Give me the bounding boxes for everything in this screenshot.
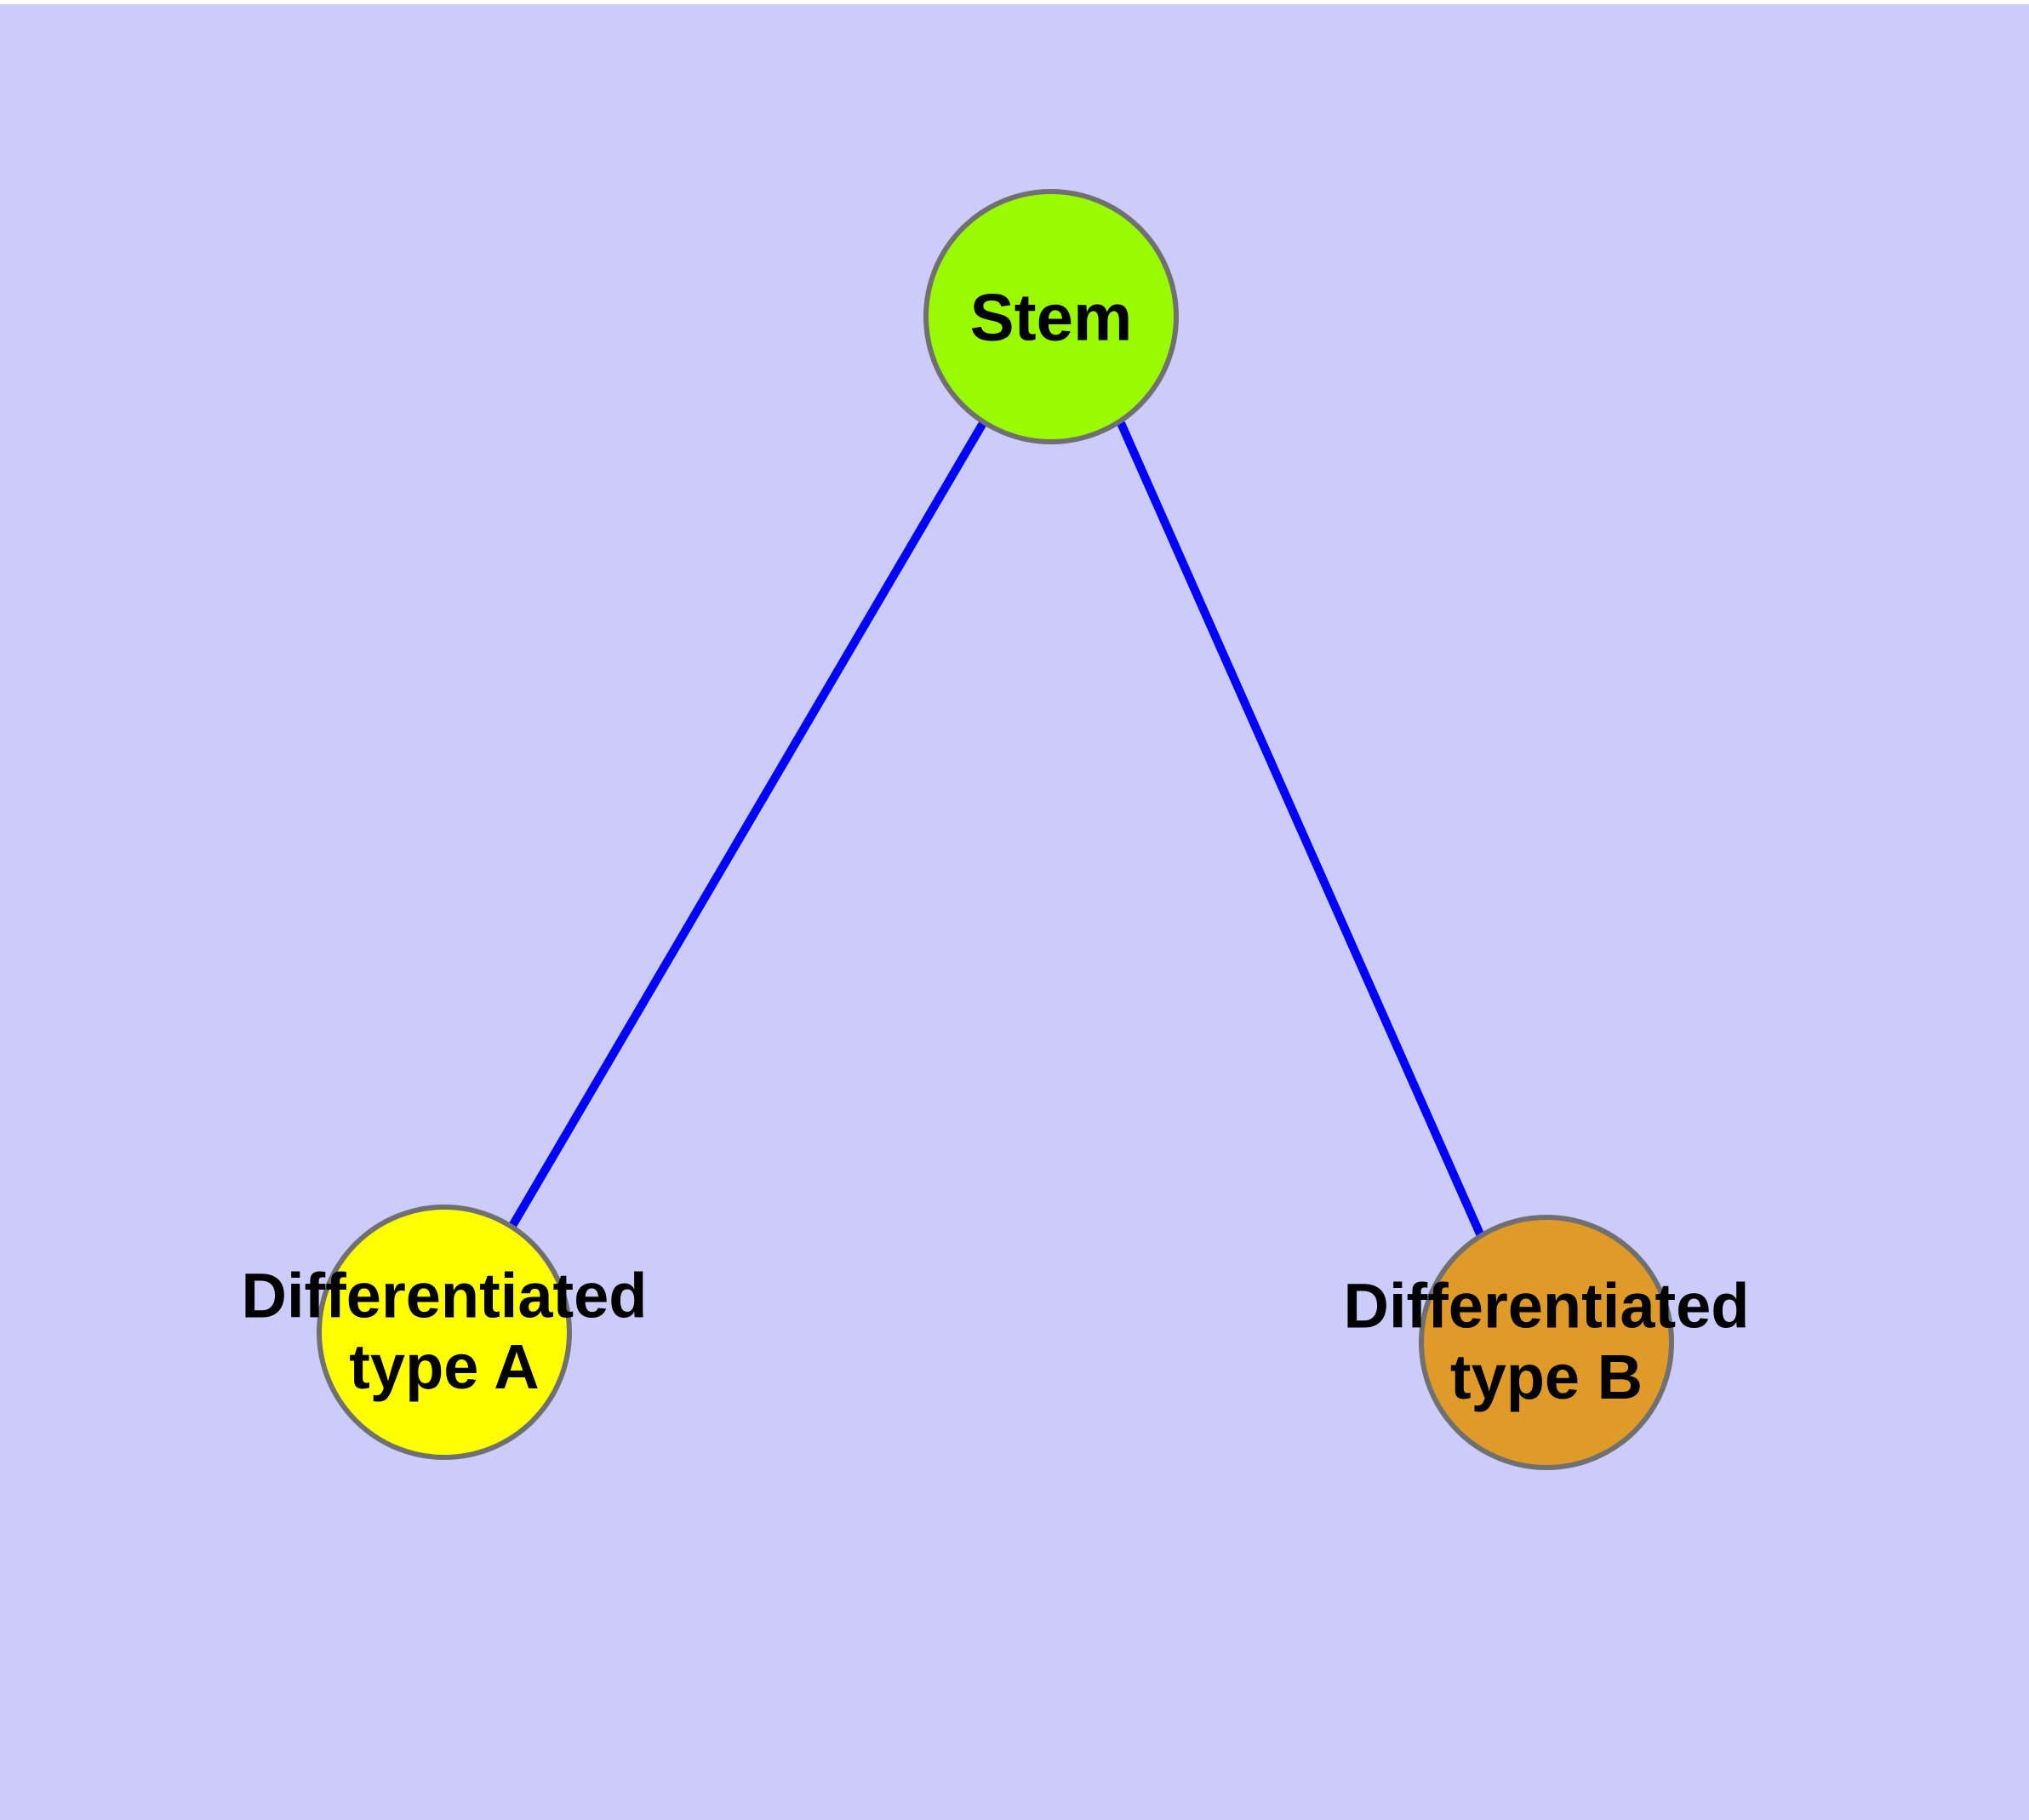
nodes-layer bbox=[317, 189, 1674, 1470]
edges-layer bbox=[508, 421, 1485, 1239]
node-label-line: Stem bbox=[970, 279, 1133, 354]
node-label-line: type B bbox=[1450, 1342, 1643, 1412]
node-differentiated-type-a[interactable] bbox=[317, 1205, 572, 1460]
node-stem[interactable] bbox=[923, 189, 1179, 444]
edge-stem-to-differentiated-b[interactable] bbox=[1117, 421, 1485, 1239]
node-differentiated-type-b[interactable] bbox=[1419, 1215, 1674, 1470]
node-label-line: Differentiated bbox=[1344, 1270, 1750, 1341]
node-label-line: Differentiated bbox=[242, 1260, 648, 1331]
edge-stem-to-differentiated-a[interactable] bbox=[508, 421, 987, 1228]
node-label-stem: Stem bbox=[970, 279, 1133, 354]
node-label-line: type A bbox=[349, 1331, 539, 1402]
